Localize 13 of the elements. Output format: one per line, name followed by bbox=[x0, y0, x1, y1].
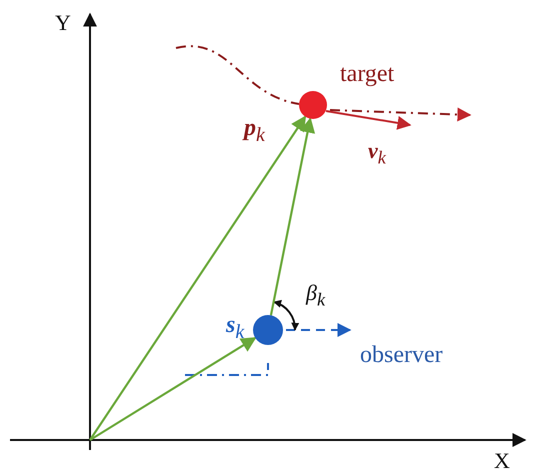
vector-label: p$_{k}$ bbox=[244, 116, 265, 145]
vector-label: s$_{k}$ bbox=[226, 313, 244, 342]
axis-label: X bbox=[494, 450, 510, 472]
observer-label: observer bbox=[360, 343, 443, 367]
axis-label: Y bbox=[55, 12, 71, 34]
angle-label: β$_{k}$ bbox=[306, 282, 326, 309]
arrow bbox=[270, 117, 316, 316]
observer-dot bbox=[253, 315, 283, 345]
velocity-label: v$_{k}$ bbox=[368, 140, 386, 167]
target-dot bbox=[299, 91, 327, 119]
arrow bbox=[89, 115, 306, 441]
arrow bbox=[89, 336, 257, 441]
target-label: target bbox=[340, 62, 394, 86]
